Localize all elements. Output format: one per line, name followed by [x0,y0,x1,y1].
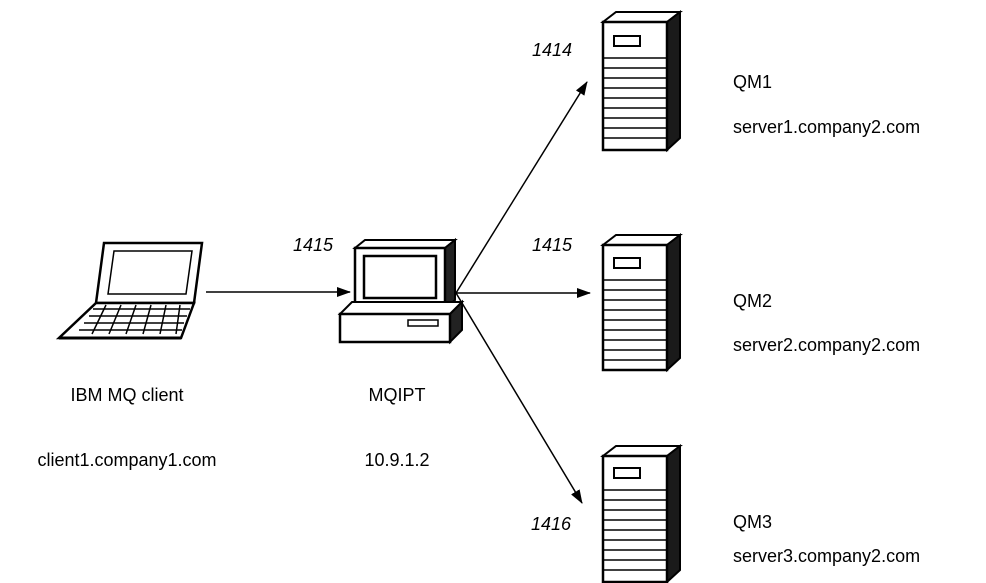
desktop-computer-icon [337,237,465,345]
qm2-host-label: server2.company2.com [733,335,920,355]
port-label-mqipt: 1415 [293,235,334,255]
qm1-name-label: QM1 [733,72,772,92]
arrow-mqipt-to-qm1 [455,81,588,294]
qm3-host-label: server3.company2.com [733,546,920,566]
qm2-name-label: QM2 [733,291,772,311]
laptop-icon [55,241,204,340]
qm1-host-label: server1.company2.com [733,117,920,137]
mqipt-name-label: MQIPT [369,385,426,405]
port-label-qm2: 1415 [532,235,573,255]
client-host-label: client1.company1.com [37,450,216,470]
server-tower-icon-3 [600,443,683,583]
client-name-label: IBM MQ client [70,385,183,405]
server-tower-icon-1 [600,9,683,153]
port-label-qm3: 1416 [531,514,572,534]
server-tower-icon-2 [600,232,683,373]
arrow-mqipt-to-qm3 [455,292,583,504]
port-label-qm1: 1414 [532,40,572,60]
qm3-name-label: QM3 [733,512,772,532]
mqipt-ip-label: 10.9.1.2 [364,450,429,470]
